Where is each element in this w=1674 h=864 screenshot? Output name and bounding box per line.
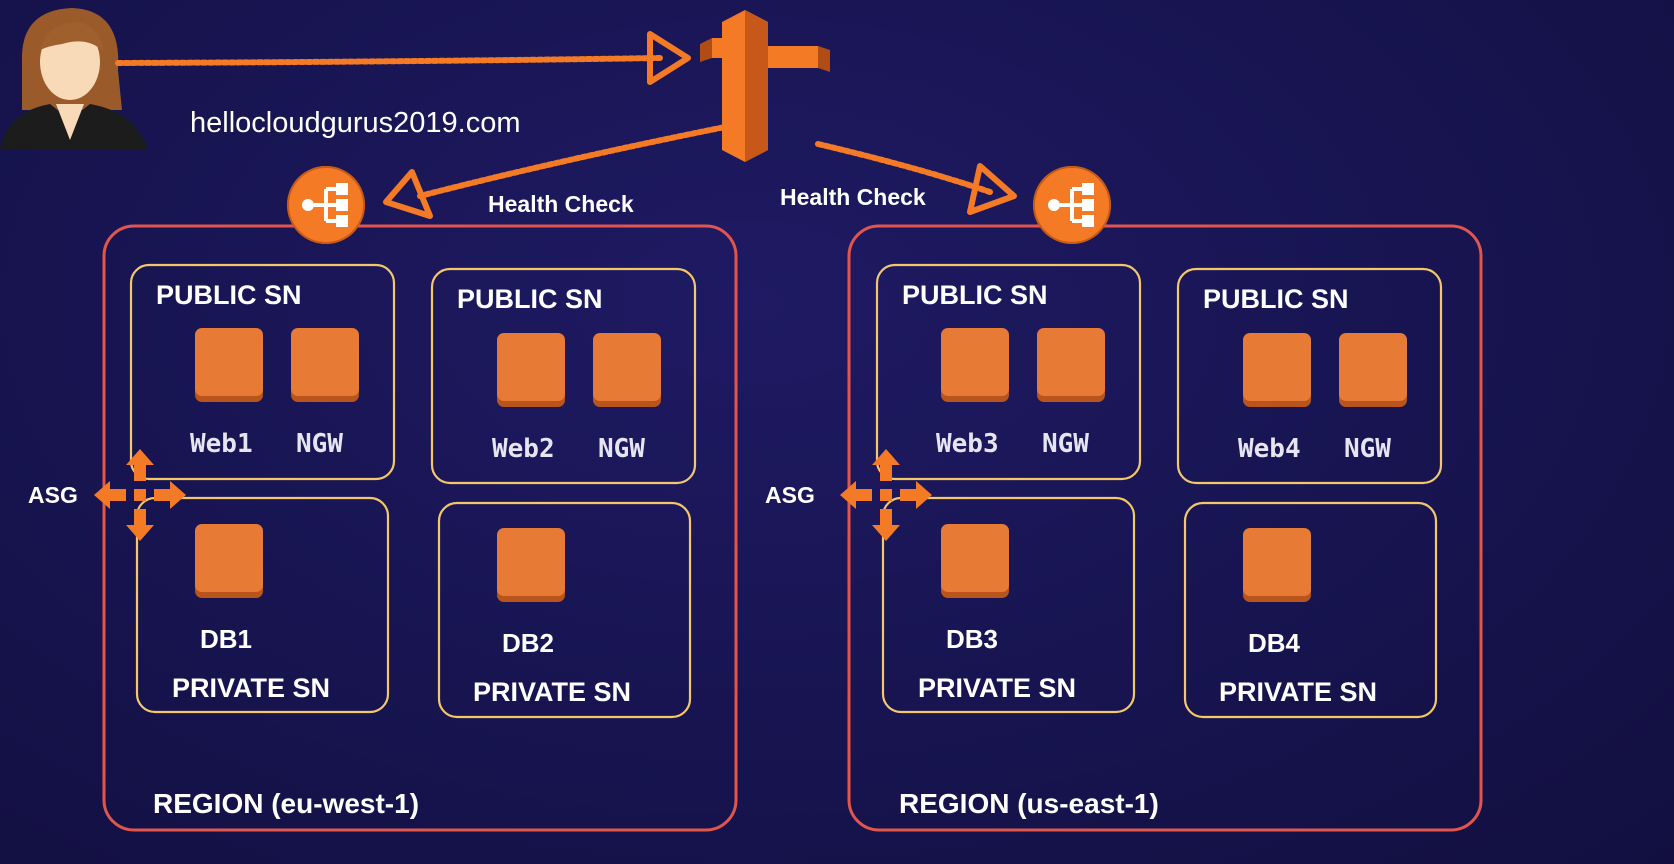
subnet-title: PRIVATE SN xyxy=(918,673,1076,703)
subnet-title: PUBLIC SN xyxy=(457,284,603,314)
subnet-title: PRIVATE SN xyxy=(172,673,330,703)
instance-label: NGW xyxy=(296,429,343,459)
ec2-instance-icon xyxy=(1243,528,1311,602)
region-us-east-1: PUBLIC SN Web3 NGW PUBLIC SN Web4 NGW DB… xyxy=(765,165,1483,832)
subnet-private-2: DB2 PRIVATE SN xyxy=(437,501,692,719)
route53-icon xyxy=(700,10,830,162)
region-boundary xyxy=(847,224,1483,832)
instance-label: NGW xyxy=(1042,429,1089,459)
instance-label: NGW xyxy=(1344,434,1391,464)
instance-label: DB4 xyxy=(1248,628,1301,658)
health-check-label-eu: Health Check xyxy=(488,191,634,217)
asg-label: ASG xyxy=(28,482,78,508)
instance-label: NGW xyxy=(598,434,645,464)
ec2-instance-icon xyxy=(195,328,263,402)
subnet-public-1: PUBLIC SN Web1 NGW xyxy=(129,263,396,481)
region-label: REGION (eu-west-1) xyxy=(153,788,419,819)
load-balancer-icon xyxy=(1032,165,1112,245)
instance-label: Web2 xyxy=(492,434,555,464)
subnet-title: PUBLIC SN xyxy=(902,280,1048,310)
health-check-label-us: Health Check xyxy=(780,184,926,210)
subnet-title: PRIVATE SN xyxy=(1219,677,1377,707)
asg-label: ASG xyxy=(765,482,815,508)
subnet-title: PRIVATE SN xyxy=(473,677,631,707)
region-boundary xyxy=(102,224,738,832)
subnet-private-1: DB1 PRIVATE SN xyxy=(135,496,390,714)
domain-label: hellocloudgurus2019.com xyxy=(190,107,521,139)
instance-label: DB1 xyxy=(200,624,252,654)
subnet-title: PUBLIC SN xyxy=(1203,284,1349,314)
subnet-public-4: PUBLIC SN Web4 NGW xyxy=(1176,267,1443,485)
ec2-instance-icon xyxy=(1243,333,1311,407)
dns-to-us-elb-arrow xyxy=(815,141,1017,215)
ec2-instance-icon xyxy=(1339,333,1407,407)
region-label: REGION (us-east-1) xyxy=(899,788,1159,819)
auto-scaling-icon xyxy=(840,449,932,541)
user-to-dns-arrow xyxy=(115,31,691,85)
subnet-private-4: DB4 PRIVATE SN xyxy=(1183,501,1438,719)
ec2-instance-icon xyxy=(1037,328,1105,402)
instance-label: DB2 xyxy=(502,628,554,658)
user-avatar-icon xyxy=(0,8,148,150)
instance-label: DB3 xyxy=(946,624,998,654)
instance-label: Web3 xyxy=(936,429,999,459)
subnet-public-2: PUBLIC SN Web2 NGW xyxy=(430,267,697,485)
subnet-public-3: PUBLIC SN Web3 NGW xyxy=(875,263,1142,481)
auto-scaling-icon xyxy=(94,449,186,541)
subnet-title: PUBLIC SN xyxy=(156,280,302,310)
subnet-private-3: DB3 PRIVATE SN xyxy=(881,496,1136,714)
ec2-instance-icon xyxy=(291,328,359,402)
ec2-instance-icon xyxy=(497,333,565,407)
load-balancer-icon xyxy=(286,165,366,245)
instance-label: Web1 xyxy=(190,429,253,459)
region-eu-west-1: PUBLIC SN Web1 NGW PUBLIC SN Web2 NGW DB… xyxy=(28,165,738,832)
instance-label: Web4 xyxy=(1238,434,1301,464)
ec2-instance-icon xyxy=(593,333,661,407)
ec2-instance-icon xyxy=(497,528,565,602)
ec2-instance-icon xyxy=(195,524,263,598)
dns-to-eu-elb-arrow xyxy=(383,123,733,219)
ec2-instance-icon xyxy=(941,328,1009,402)
ec2-instance-icon xyxy=(941,524,1009,598)
